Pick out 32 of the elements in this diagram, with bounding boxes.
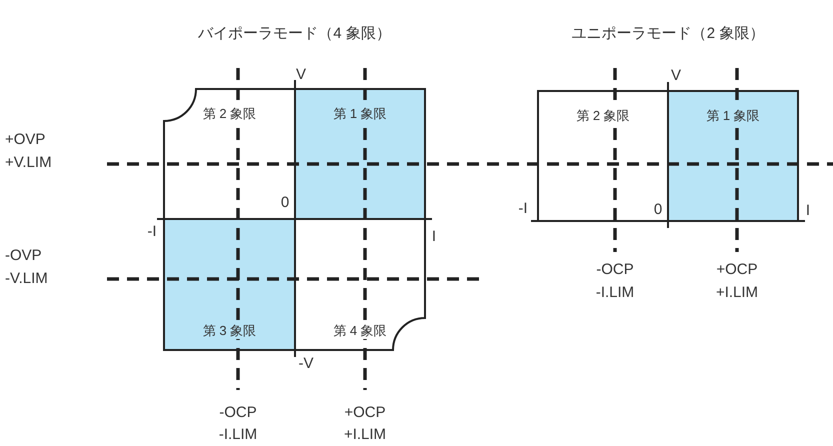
quadrant-label: 第 3 象限	[200, 323, 258, 339]
quadrant-area	[295, 89, 425, 219]
chart-heading: バイポーラモード（4 象限）	[198, 25, 391, 43]
axis-label: -I.LIM	[596, 284, 634, 302]
axis-label: V	[296, 66, 306, 84]
axis-label: +OCP	[716, 261, 758, 279]
axis-label: I	[432, 228, 436, 246]
axis-label: -V.LIM	[5, 270, 48, 288]
axis-label: -I	[518, 200, 528, 218]
axis-label: -I	[147, 223, 157, 241]
quadrant-label: 第 1 象限	[704, 108, 762, 124]
axis-label: -OCP	[596, 261, 634, 279]
axis-label: 0	[280, 194, 290, 212]
quadrant-label: 第 4 象限	[331, 323, 389, 339]
axis-label: +V.LIM	[5, 154, 52, 172]
quadrant-area	[668, 91, 798, 221]
quadrant-label: 第 2 象限	[574, 108, 632, 124]
axis-label: 0	[654, 201, 662, 219]
axis-label: -I.LIM	[218, 426, 258, 444]
axis-label: +OVP	[5, 131, 46, 149]
axis-label: I	[806, 202, 810, 220]
axis-label: +I.LIM	[344, 426, 386, 444]
quadrant-area	[164, 219, 295, 350]
axis-label: -V	[298, 355, 314, 373]
axis-label: V	[671, 67, 681, 85]
axis-label: -OCP	[219, 404, 257, 422]
axis-label: +I.LIM	[716, 284, 758, 302]
axis-label: -OVP	[5, 247, 42, 265]
chart-heading: ユニポーラモード（2 象限）	[572, 25, 764, 43]
axis-label: +OCP	[344, 404, 386, 422]
quadrant-label: 第 1 象限	[331, 106, 389, 122]
quadrant-label: 第 2 象限	[200, 106, 258, 122]
